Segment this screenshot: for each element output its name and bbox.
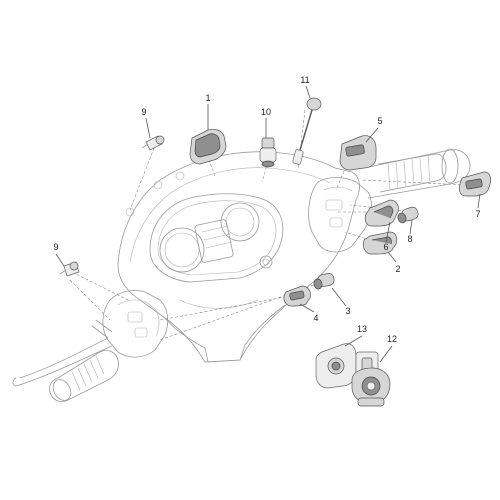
part-9-bulb-lower bbox=[59, 261, 80, 277]
part-2-button bbox=[362, 231, 398, 255]
callout-10: 10 bbox=[261, 107, 271, 117]
grip-texture-right bbox=[387, 155, 431, 191]
callout-1: 1 bbox=[205, 93, 210, 103]
callout-12: 12 bbox=[387, 334, 397, 344]
left-switch-housing bbox=[102, 290, 169, 358]
part-7-switch bbox=[458, 171, 492, 197]
part-13-bracket bbox=[315, 343, 357, 389]
callout-2: 2 bbox=[395, 264, 400, 274]
callouts: 1 10 11 9 5 7 6 8 2 9 3 4 13 12 bbox=[53, 75, 480, 344]
part-3-bulb bbox=[313, 273, 335, 290]
left-grip-and-lever bbox=[12, 319, 119, 402]
callout-9-lower: 9 bbox=[53, 242, 58, 252]
callout-7: 7 bbox=[475, 209, 480, 219]
part-5-switch-block bbox=[339, 135, 377, 171]
callout-8: 8 bbox=[407, 234, 412, 244]
callout-3: 3 bbox=[345, 306, 350, 316]
grip-texture bbox=[71, 355, 105, 391]
part-11-sensor bbox=[292, 97, 322, 165]
part-8-bulb bbox=[397, 206, 419, 224]
right-switch-housing bbox=[308, 177, 372, 253]
part-10-socket bbox=[259, 137, 277, 168]
callout-5: 5 bbox=[377, 116, 382, 126]
part-6-button bbox=[364, 199, 399, 227]
callout-4: 4 bbox=[313, 313, 318, 323]
callout-13: 13 bbox=[357, 324, 367, 334]
callout-11: 11 bbox=[300, 75, 309, 85]
callout-6: 6 bbox=[383, 242, 388, 252]
part-9-bulb-upper bbox=[141, 135, 165, 151]
instrument-cluster bbox=[149, 193, 284, 283]
callout-9-upper: 9 bbox=[141, 107, 146, 117]
part-12-ignition bbox=[351, 351, 391, 407]
part-4-switch bbox=[283, 285, 311, 307]
leader-lines bbox=[55, 85, 481, 363]
handlebar-assembly bbox=[102, 151, 372, 363]
part-1-switch bbox=[189, 128, 227, 165]
right-grip bbox=[363, 148, 471, 199]
